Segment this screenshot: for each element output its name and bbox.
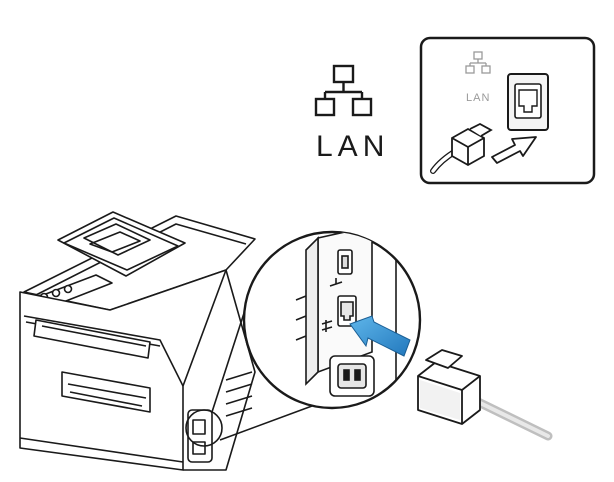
lan-network-icon [314,64,373,117]
inset-lan-label: LAN [466,92,490,104]
inset-panel: LAN [419,36,596,185]
ethernet-plug-icon [417,349,481,425]
ethernet-plug-icon [451,122,493,167]
lan-label: LAN [316,130,389,163]
lan-network-icon [465,51,491,74]
insert-arrow-icon [491,136,537,164]
printer-icon [19,211,256,471]
ethernet-port-icon [507,73,549,131]
ethernet-cable [465,393,553,441]
insert-arrow-icon [349,315,411,357]
magnify-source-ring [185,409,223,447]
